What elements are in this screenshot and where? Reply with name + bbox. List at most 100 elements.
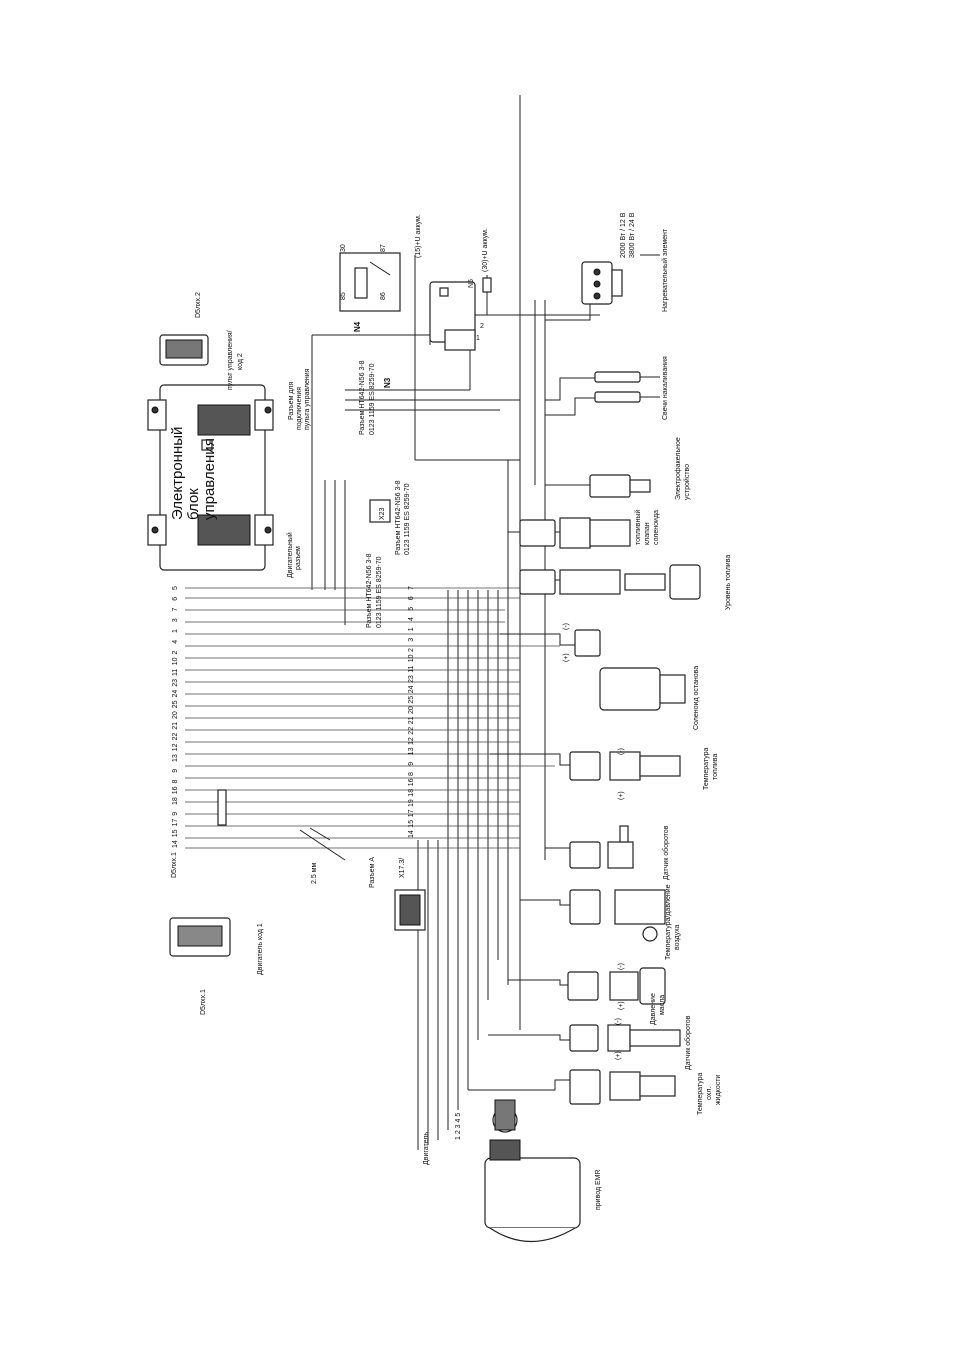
oil-sensor [567,967,666,1005]
pin-top-15: 12 [172,743,179,751]
pin-bottom-21: 19 [408,799,415,807]
resistor [217,789,227,826]
conn-panel-label-1: Разъем для [288,381,295,420]
pin-top-9: 23 [172,679,179,687]
fuel-temp-sensor [569,751,681,781]
control-panel-2 [159,334,209,366]
fuel-temp-label-1: Температура [703,747,710,790]
pin-top-20: 18 [172,797,179,805]
wire-size-label: 2.5 мм [311,863,318,884]
pin-bottom-20: 18 [408,789,415,797]
pin-top-23: 15 [172,829,179,837]
air-sensor [569,889,666,942]
pin-top-21: 9 [172,812,179,816]
emr-label: привод EMR [595,1169,602,1210]
pin-bottom-16: 13 [408,747,415,755]
oil-label-1: Давление [650,993,657,1025]
pin-bottom-18: 8 [408,772,415,776]
stop-solenoid [574,629,686,711]
n5-pin-1: 1 [476,335,480,342]
engine-code-label: Двигатель код 1 [257,923,264,975]
oil-minus: (-) [618,963,625,970]
fuel-valve-label-1: топливный [634,510,642,545]
relay-86: 86 [380,292,387,300]
panel-label-1: пульт управления/ [227,330,234,390]
pin-bottom-24: 14 [408,830,415,838]
relay-wires [312,254,660,461]
n5-label: N5 [468,279,475,288]
plus15-label: (15)+U аккум. [415,214,422,258]
pin-top-10: 24 [172,690,179,698]
engine-label: Двигатель [423,1132,430,1165]
n3-label: N3 [383,377,392,388]
pin-bottom-3: 4 [408,617,415,621]
speed-sensor-2-label: Датчик оборотов [684,1015,692,1070]
stop-solenoid-label: Соленоид останова [693,666,700,730]
pin-bottom-14: 22 [408,727,415,735]
pin-bottom-6: 2 [408,648,415,652]
ecu-block [147,384,274,571]
pin-top-8: 11 [172,669,179,676]
conn-x23-label-2: 0123 1159 ES 8259-70 [404,483,411,555]
pin-top-14: 22 [172,733,179,741]
pin-bottom-8: 11 [408,665,415,672]
pin-top-2: 7 [172,608,179,612]
connector-a-label: Разъем А [369,857,376,888]
electrofakel-label-2: устройство [683,464,691,500]
oil-label-2: масла [659,995,666,1015]
relay-85: 85 [340,292,347,300]
air-label-1: Температура/давление [665,884,672,960]
pin-top-16: 13 [172,754,179,762]
pin-bus [185,587,560,849]
oil-plus: (+) [618,1001,625,1010]
stop-minus: (-) [563,623,570,630]
relay-n4-label: N4 [353,321,362,332]
heater-spec-2: 3800 Вт / 24 В [629,212,636,258]
pin-top-12: 20 [172,711,179,719]
stop-plus: (+) [563,653,570,662]
x23-label: X23 [379,507,386,520]
pin-bottom-13: 21 [408,716,415,724]
pin-top-17: 9 [172,769,179,773]
pin-bottom-2: 5 [408,607,415,611]
ecu-title-1: Электронный [169,427,186,520]
pin-bottom-22: 17 [408,809,415,817]
pin-bottom-11: 25 [408,696,415,704]
fuel-valve [519,517,631,549]
conn-n3-label-1: Разъем HT642-N56 3-8 [359,360,366,435]
conn-main-label-2: 0123 1159 ES 8259-70 [376,556,383,628]
conn-x23-label-1: Разъем HT642-N56 3-8 [395,480,402,555]
engine-code-1 [169,917,231,957]
pin-bottom-1: 6 [408,596,415,600]
pin-bottom-12: 20 [408,706,415,714]
engine-conn-label-1: Двигательный [286,532,294,578]
glow-plugs [594,371,660,403]
pin-bottom-10: 24 [408,685,415,693]
pin-bottom-0: 7 [408,586,415,590]
pin-top-3: 3 [172,618,179,622]
fuel-valve-label-3: соленоида [653,510,660,545]
conn-panel-label-2: подключения [296,387,303,430]
pin-top-19: 16 [172,786,179,794]
pin-top-0: 5 [172,586,179,590]
relay-30: 30 [340,244,347,252]
glow-label: Свечи накаливания [662,356,669,420]
heater-label: Нагревательный элемент [661,228,669,312]
emr-pins: 1 2 3 4 5 [455,1113,462,1140]
pin-bottom-5: 3 [408,638,415,642]
x23-connector [369,499,391,523]
fuel-temp-label-2: топлива [712,754,719,780]
pin-bottom-15: 12 [408,737,415,745]
pin-row-left: D5лхх.1 [171,852,178,878]
conn-panel-label-3: пульта управления [304,368,311,430]
pin-top-22: 17 [172,819,179,827]
plus30-label: (30)+U аккум. [482,228,489,272]
pin-bottom-19: 16 [408,778,415,786]
ecu-title-2: блок [185,488,202,520]
pin-top-1: 6 [172,597,179,601]
heater-element [581,261,623,305]
conn-n3-label-2: 0123 1159 ES 8259-70 [369,363,376,435]
d5xx1-label: D5лхх.1 [200,989,207,1015]
fuel-level-sensor [519,564,701,600]
